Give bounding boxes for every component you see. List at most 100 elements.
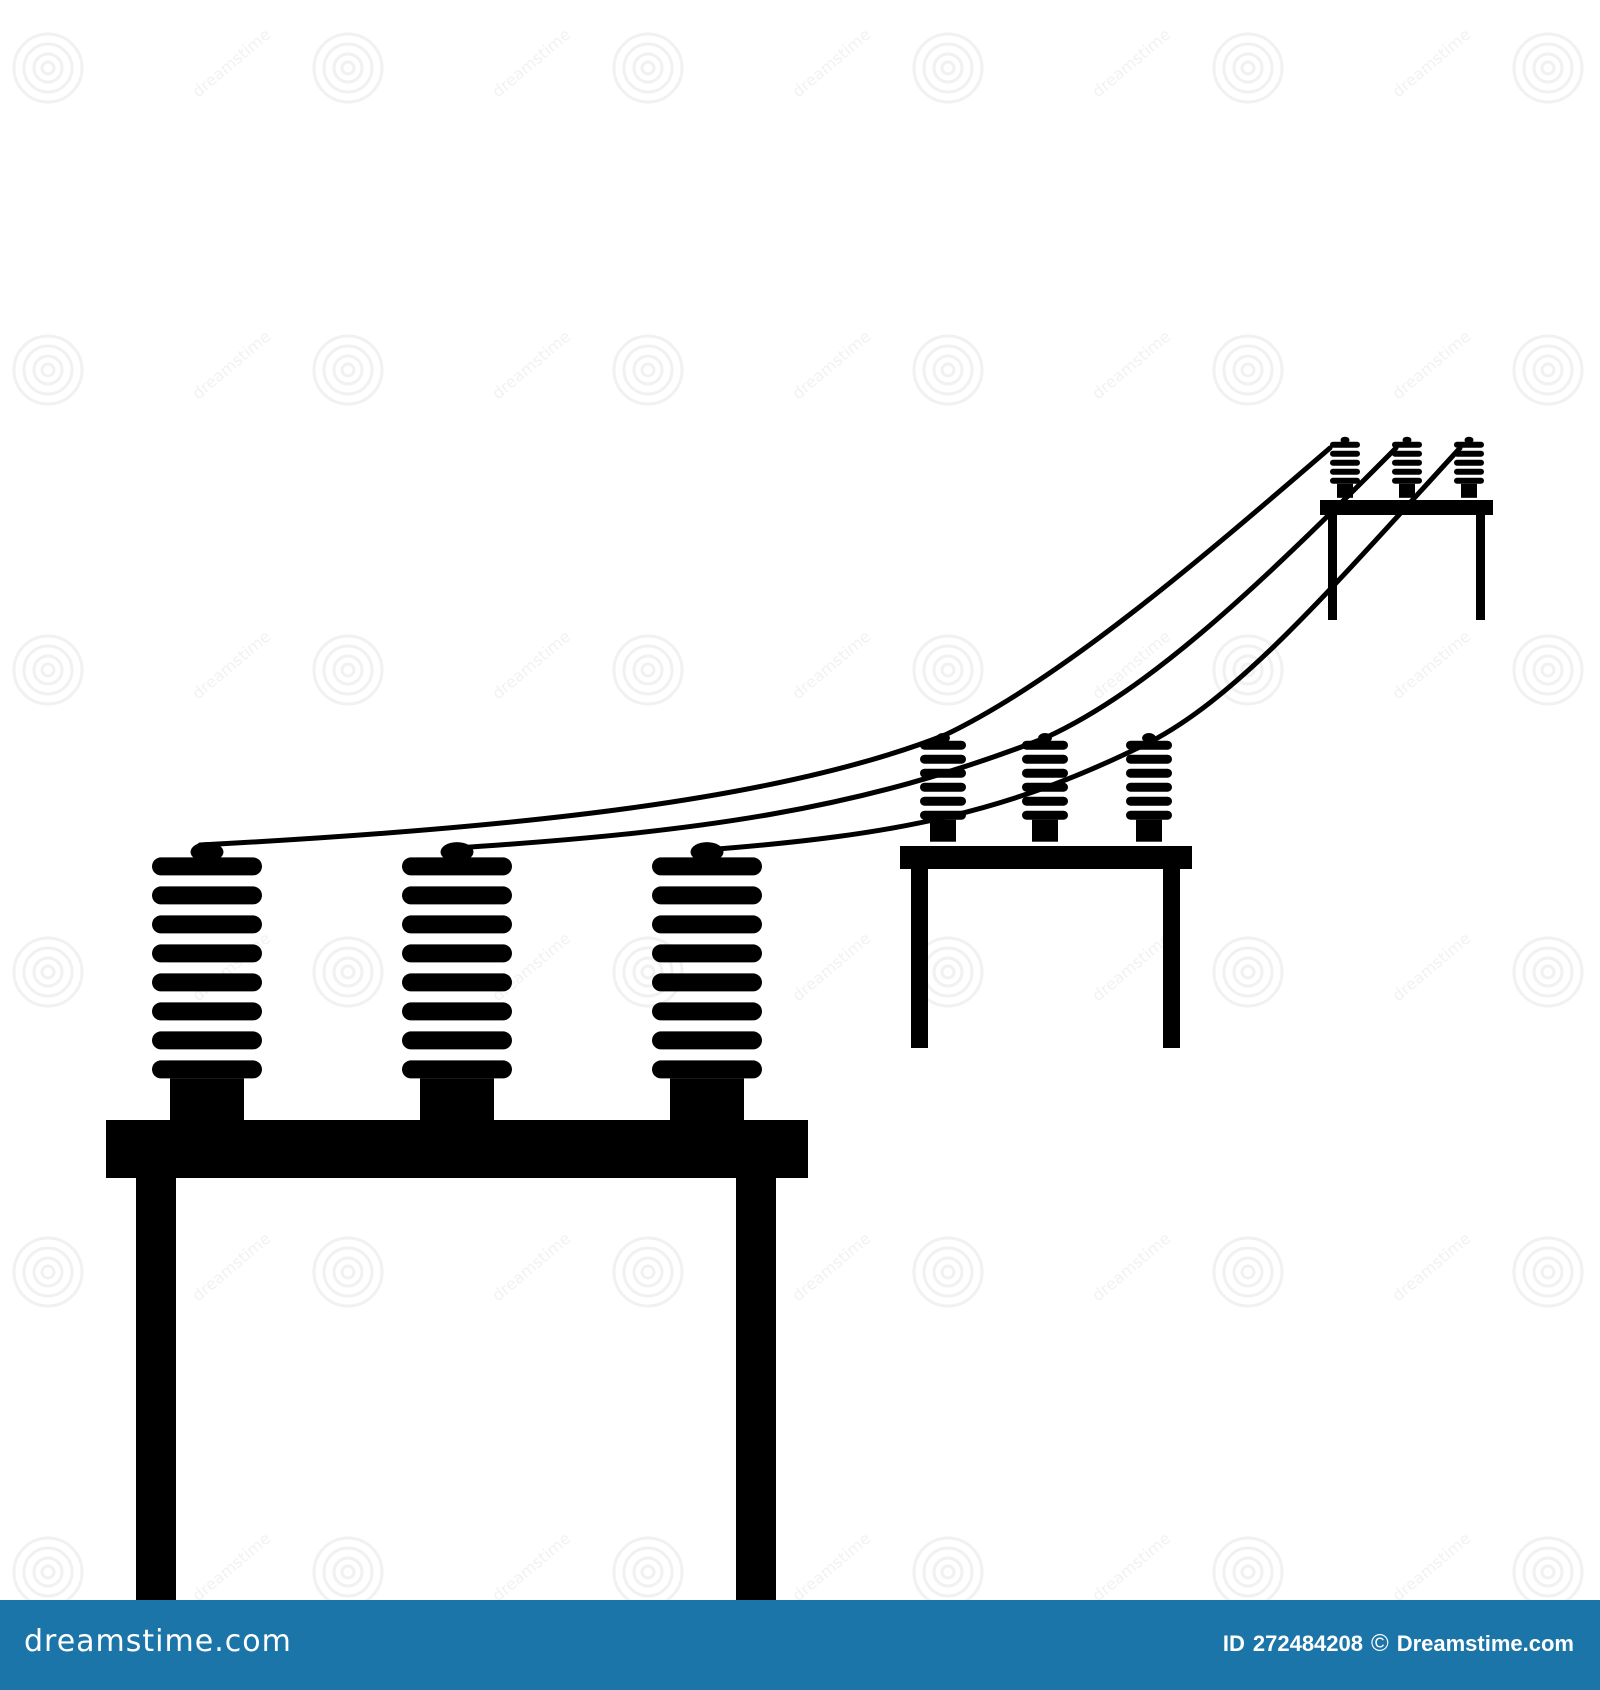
site-name[interactable]: dreamstime.com <box>24 1624 292 1659</box>
far-insulator-2 <box>1392 436 1422 498</box>
insulator-stem <box>1461 483 1477 498</box>
insulator-disc <box>652 1060 762 1079</box>
watermark-text: dreamstime <box>488 25 574 101</box>
image-id-block: ID 272484208 © Dreamstime.com <box>1223 1630 1574 1658</box>
near-insulator-2 <box>402 842 512 1129</box>
far-insulator-1 <box>1330 436 1360 498</box>
spiral-watermark-icon <box>612 634 684 706</box>
middle-leg-left <box>911 860 928 1048</box>
spiral-watermark-icon <box>12 936 84 1008</box>
insulator-cap <box>1142 733 1156 743</box>
spiral-watermark-icon <box>12 32 84 104</box>
near-insulator-1 <box>152 842 262 1129</box>
watermark-text: dreamstime <box>1088 929 1174 1005</box>
watermark-text: dreamstime <box>788 25 874 101</box>
insulator-disc <box>920 768 966 778</box>
watermark-text: dreamstime <box>1388 929 1474 1005</box>
spiral-watermark-icon <box>612 334 684 406</box>
watermark-text: dreamstime <box>188 1229 274 1305</box>
insulator-disc <box>1022 754 1068 764</box>
spiral-watermark-icon <box>12 334 84 406</box>
far-pole <box>1320 436 1493 620</box>
far-leg-right <box>1476 510 1485 620</box>
insulator-disc <box>1126 810 1172 820</box>
spiral-watermark-icon <box>312 1236 384 1308</box>
insulator-disc <box>1330 477 1360 484</box>
insulator-disc <box>1022 810 1068 820</box>
insulator-disc <box>920 740 966 750</box>
insulator-disc <box>402 1002 512 1021</box>
watermark-text: dreamstime <box>488 929 574 1005</box>
watermark-text: dreamstime <box>488 1529 574 1600</box>
near-pole <box>106 842 808 1600</box>
watermark-text: dreamstime <box>1388 25 1474 101</box>
insulator-disc <box>652 944 762 963</box>
insulator-stem <box>1032 819 1058 842</box>
near-leg-left <box>136 1170 176 1600</box>
insulator-stem <box>170 1078 244 1129</box>
insulator-disc <box>152 1002 262 1021</box>
insulator-disc <box>152 973 262 992</box>
insulator-disc <box>652 1031 762 1050</box>
insulator-disc <box>1392 450 1422 457</box>
insulator-disc <box>652 886 762 905</box>
watermark-text: dreamstime <box>188 327 274 403</box>
insulator-disc <box>402 1031 512 1050</box>
insulator-disc <box>1392 441 1422 448</box>
spiral-watermark-icon <box>912 1236 984 1308</box>
near-leg-right <box>736 1170 776 1600</box>
watermark-text: dreamstime <box>1388 1529 1474 1600</box>
far-insulator-3 <box>1454 436 1484 498</box>
insulator-disc <box>402 973 512 992</box>
spiral-watermark-icon <box>12 634 84 706</box>
watermark-text: dreamstime <box>188 929 274 1005</box>
power-line-illustration: dreamstime dreamstime dreamstime dreamstime… <box>12 25 1584 1600</box>
insulator-cap <box>1464 436 1474 444</box>
middle-leg-right <box>1163 860 1180 1048</box>
spiral-watermark-icon <box>912 334 984 406</box>
copyright-icon: © <box>1371 1630 1389 1657</box>
insulator-disc <box>1022 740 1068 750</box>
insulator-disc <box>152 1031 262 1050</box>
insulator-cap <box>690 842 724 862</box>
spiral-watermark-icon <box>1512 1536 1584 1600</box>
spiral-watermark-icon <box>312 936 384 1008</box>
watermark-text: dreamstime <box>1388 627 1474 703</box>
insulator-cap <box>190 842 224 862</box>
brand-name[interactable]: Dreamstime.com <box>1396 1631 1574 1656</box>
insulator-disc <box>152 857 262 876</box>
insulator-disc <box>652 973 762 992</box>
insulator-disc <box>152 915 262 934</box>
middle-insulator-3 <box>1126 733 1172 842</box>
spiral-watermark-icon <box>1512 32 1584 104</box>
spiral-watermark-icon <box>1212 634 1284 706</box>
insulator-disc <box>1126 782 1172 792</box>
middle-insulator-2 <box>1022 733 1068 842</box>
insulator-disc <box>652 915 762 934</box>
spiral-watermark-icon <box>912 1536 984 1600</box>
spiral-watermark-icon <box>612 936 684 1008</box>
spiral-watermark-icon <box>1512 334 1584 406</box>
spiral-watermark-icon <box>312 334 384 406</box>
spiral-watermark-icon <box>1512 634 1584 706</box>
insulator-cap <box>936 733 950 743</box>
power-lines <box>197 445 1463 853</box>
insulator-cap <box>1038 733 1052 743</box>
watermark-text: dreamstime <box>488 327 574 403</box>
insulator-cap <box>440 842 474 862</box>
insulator-stem <box>1136 819 1162 842</box>
watermark-text: dreamstime <box>1388 327 1474 403</box>
watermark-text: dreamstime <box>488 627 574 703</box>
watermark-text: dreamstime <box>788 627 874 703</box>
spiral-watermark-icon <box>1212 32 1284 104</box>
far-crossarm <box>1320 500 1493 515</box>
insulator-disc <box>920 782 966 792</box>
watermark-text: dreamstime <box>188 1529 274 1600</box>
insulator-disc <box>920 796 966 806</box>
watermark-text: dreamstime <box>488 1229 574 1305</box>
watermark-text: dreamstime <box>1088 25 1174 101</box>
insulator-disc <box>1454 468 1484 475</box>
near-crossarm <box>106 1120 808 1178</box>
insulator-disc <box>152 1060 262 1079</box>
insulator-stem <box>930 819 956 842</box>
